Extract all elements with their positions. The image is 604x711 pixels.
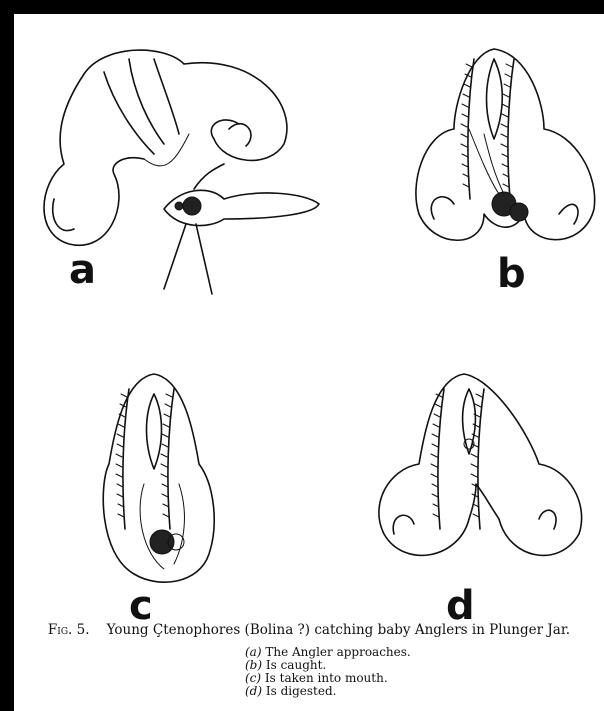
ctenophore-a [44, 50, 287, 245]
ctenophore-c [103, 374, 214, 582]
caption-figure-label: Fig. 5. [48, 622, 90, 638]
angler-a [164, 164, 319, 294]
panel-label-a: a [69, 250, 96, 290]
panel-label-d: d [446, 586, 475, 626]
figure-caption: Fig. 5. Young Çtenophores (Bolina ?) cat… [14, 622, 604, 638]
page: a b c d Fig. 5. Young Çtenophores (Bolin… [14, 14, 604, 711]
panel-label-b: b [497, 254, 526, 294]
ctenophore-b [416, 49, 595, 240]
panel-label-c: c [129, 586, 153, 626]
caption-legend: (a) The Angler approaches. (b) Is caught… [245, 646, 411, 698]
caption-text: Young Çtenophores (Bolina ?) catching ba… [107, 622, 570, 638]
figure-illustrations [14, 14, 604, 614]
ctenophore-d [379, 374, 582, 555]
legend-item: (d) Is digested. [245, 685, 411, 698]
